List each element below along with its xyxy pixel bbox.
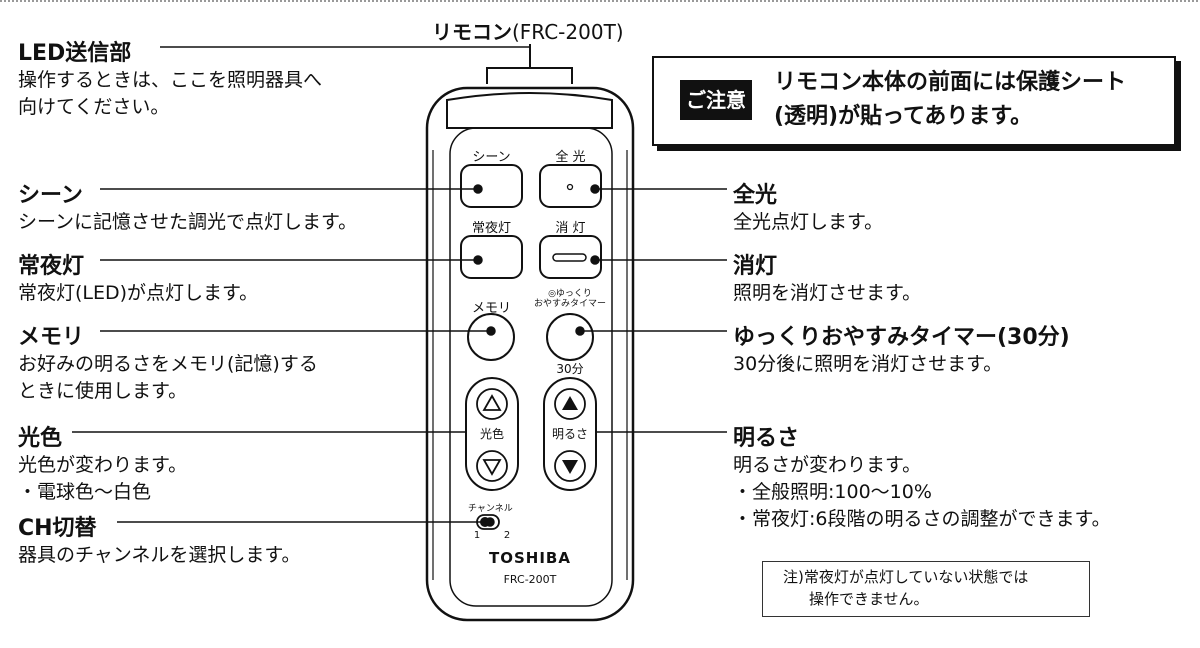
note-box: 注)常夜灯が点灯していない状態では 操作できません。 bbox=[762, 561, 1090, 617]
callout-off: 消灯 照明を消灯させます。 bbox=[733, 248, 921, 307]
color-label: 光色 bbox=[467, 425, 517, 442]
notice-text: リモコン本体の前面には保護シート (透明)が貼ってあります。 bbox=[774, 66, 1126, 134]
callout-memory: メモリ お好みの明るさをメモリ(記憶)する ときに使用します。 bbox=[18, 319, 318, 405]
timer-label-line-2: おやすみタイマー bbox=[533, 299, 606, 309]
brightness-label: 明るさ bbox=[545, 425, 595, 442]
callout-full-light: 全光 全光点灯します。 bbox=[733, 177, 883, 236]
callout-line: 明るさが変わります。 bbox=[733, 454, 922, 476]
memory-label: メモリ bbox=[471, 301, 511, 316]
timer-label-line-1: ◎ゆっくり bbox=[548, 289, 592, 299]
callout-line: シーンに記憶させた調光で点灯します。 bbox=[18, 211, 358, 233]
callout-heading: 光色 bbox=[18, 426, 63, 451]
callout-night-light: 常夜灯 常夜灯(LED)が点灯します。 bbox=[18, 248, 258, 307]
callout-color: 光色 光色が変わります。 ・電球色〜白色 bbox=[18, 420, 187, 506]
callout-line: 照明を消灯させます。 bbox=[733, 282, 922, 304]
full-light-label: 全 光 bbox=[555, 150, 586, 165]
callout-brightness: 明るさ 明るさが変わります。 ・全般照明:100〜10% ・常夜灯:6段階の明る… bbox=[733, 420, 1111, 533]
callout-line: 器具のチャンネルを選択します。 bbox=[18, 544, 301, 566]
full-light-button bbox=[539, 164, 602, 208]
callout-heading: CH切替 bbox=[18, 516, 97, 541]
remote-title-model: (FRC-200T) bbox=[512, 20, 624, 44]
night-light-button bbox=[460, 235, 523, 279]
notice-line-2: (透明)が貼ってあります。 bbox=[774, 104, 1033, 129]
led-bracket bbox=[486, 67, 573, 84]
callout-scene: シーン シーンに記憶させた調光で点灯します。 bbox=[18, 177, 357, 236]
callout-channel: CH切替 器具のチャンネルを選択します。 bbox=[18, 510, 301, 569]
callout-line: ・全般照明:100〜10% bbox=[733, 481, 932, 503]
callout-heading: 消灯 bbox=[733, 254, 778, 279]
callout-line: 操作するときは、ここを照明器具へ bbox=[18, 69, 323, 91]
callout-line: ・電球色〜白色 bbox=[18, 481, 152, 503]
timer-label: ◎ゆっくり おやすみタイマー bbox=[530, 289, 610, 309]
callout-heading: 常夜灯 bbox=[18, 254, 85, 279]
callout-line: 向けてください。 bbox=[18, 96, 170, 118]
brand-logo: TOSHIBA bbox=[489, 549, 571, 567]
notice-line-1: リモコン本体の前面には保護シート bbox=[774, 70, 1127, 95]
remote-title-bold: リモコン bbox=[432, 20, 512, 44]
night-light-label: 常夜灯 bbox=[471, 221, 511, 236]
callout-heading: LED送信部 bbox=[18, 41, 132, 66]
channel-1-label: 1 bbox=[473, 530, 481, 541]
callout-line: 光色が変わります。 bbox=[18, 454, 188, 476]
notice-tag: ご注意 bbox=[680, 80, 752, 120]
channel-label: チャンネル bbox=[468, 504, 513, 514]
timer-button bbox=[546, 313, 594, 361]
model-label: FRC-200T bbox=[503, 573, 557, 586]
memory-button bbox=[467, 313, 515, 361]
callout-line: 常夜灯(LED)が点灯します。 bbox=[18, 282, 259, 304]
callout-line: 全光点灯します。 bbox=[733, 211, 884, 233]
off-label: 消 灯 bbox=[555, 221, 586, 236]
callout-line: お好みの明るさをメモリ(記憶)する bbox=[18, 353, 318, 375]
notice-box: ご注意 リモコン本体の前面には保護シート (透明)が貼ってあります。 bbox=[652, 56, 1176, 146]
led-emitter bbox=[446, 92, 613, 129]
callout-line: 30分後に照明を消灯させます。 bbox=[733, 353, 1003, 375]
channel-2-label: 2 bbox=[503, 530, 511, 541]
note-line-1: 注)常夜灯が点灯していない状態では bbox=[783, 568, 1029, 586]
timer-30-label: 30分 bbox=[556, 362, 584, 376]
callout-timer: ゆっくりおやすみタイマー(30分) 30分後に照明を消灯させます。 bbox=[733, 319, 1070, 378]
scene-label: シーン bbox=[472, 150, 511, 165]
callout-led: LED送信部 操作するときは、ここを照明器具へ 向けてください。 bbox=[18, 35, 322, 121]
note-text: 注)常夜灯が点灯していない状態では 操作できません。 bbox=[783, 566, 1028, 610]
top-border bbox=[0, 0, 1200, 2]
callout-line: ときに使用します。 bbox=[18, 380, 188, 402]
callout-heading: 明るさ bbox=[733, 426, 800, 451]
callout-heading: メモリ bbox=[18, 325, 85, 350]
callout-heading: ゆっくりおやすみタイマー(30分) bbox=[733, 325, 1070, 350]
callout-heading: 全光 bbox=[733, 183, 778, 208]
callout-line: ・常夜灯:6段階の明るさの調整ができます。 bbox=[733, 508, 1111, 530]
callout-heading: シーン bbox=[18, 183, 83, 208]
note-line-2: 操作できません。 bbox=[809, 590, 929, 608]
remote-title: リモコン(FRC-200T) bbox=[432, 16, 624, 45]
scene-button bbox=[460, 164, 523, 208]
